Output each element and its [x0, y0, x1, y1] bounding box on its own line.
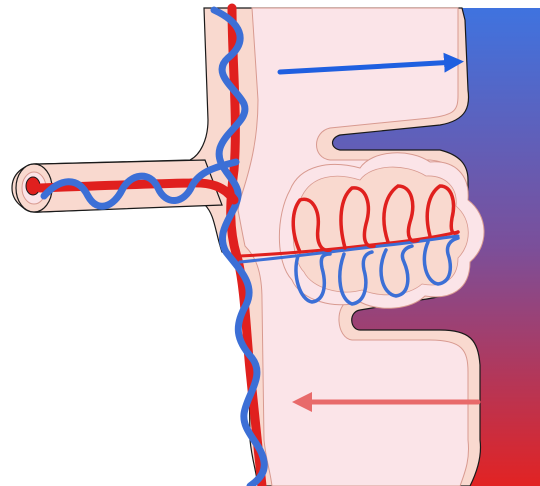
villus-diagram — [0, 0, 540, 486]
diagram-canvas — [0, 0, 540, 486]
